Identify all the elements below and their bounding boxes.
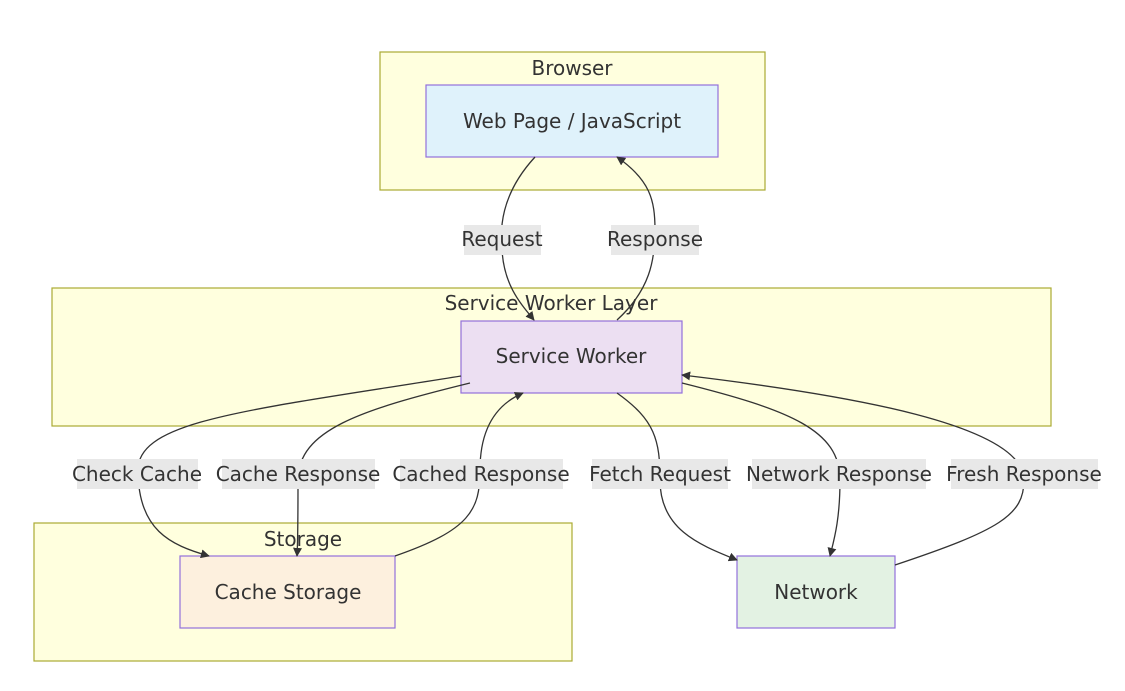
check-cache-label-bg <box>77 459 198 489</box>
web-page-node <box>425 84 719 158</box>
service-worker-node-label: Service Worker <box>496 344 648 368</box>
cached-response-label-bg <box>400 459 563 489</box>
network-response-edge-label: Network Response <box>746 462 932 486</box>
service-worker-layer-group-title: Service Worker Layer <box>445 291 659 315</box>
network-node-label: Network <box>774 580 858 604</box>
storage-group-title: Storage <box>264 527 342 551</box>
request-label-bg <box>464 225 541 255</box>
response-edge-label: Response <box>607 227 703 251</box>
web-page-node-label: Web Page / JavaScript <box>463 109 681 133</box>
cache-storage-node-label: Cache Storage <box>215 580 362 604</box>
cached-response-edge-label: Cached Response <box>392 462 569 486</box>
cache-storage-node <box>179 555 396 629</box>
fetch-request-edge-label: Fetch Request <box>589 462 731 486</box>
request-edge-label: Request <box>461 227 542 251</box>
response-label-bg <box>611 225 699 255</box>
network-response-label-bg <box>752 459 926 489</box>
cache-response-label-bg <box>222 459 375 489</box>
network-node <box>736 555 896 629</box>
cache-response-edge-label: Cache Response <box>216 462 381 486</box>
fetch-request-label-bg <box>592 459 728 489</box>
check-cache-edge-label: Check Cache <box>72 462 202 486</box>
check-cache-edge <box>137 375 462 559</box>
fresh-response-label-bg <box>951 459 1098 489</box>
fresh-response-edge-label: Fresh Response <box>946 462 1102 486</box>
browser-group-title: Browser <box>531 56 613 80</box>
cache-response-edge <box>293 382 471 557</box>
service-worker-node <box>460 320 683 394</box>
